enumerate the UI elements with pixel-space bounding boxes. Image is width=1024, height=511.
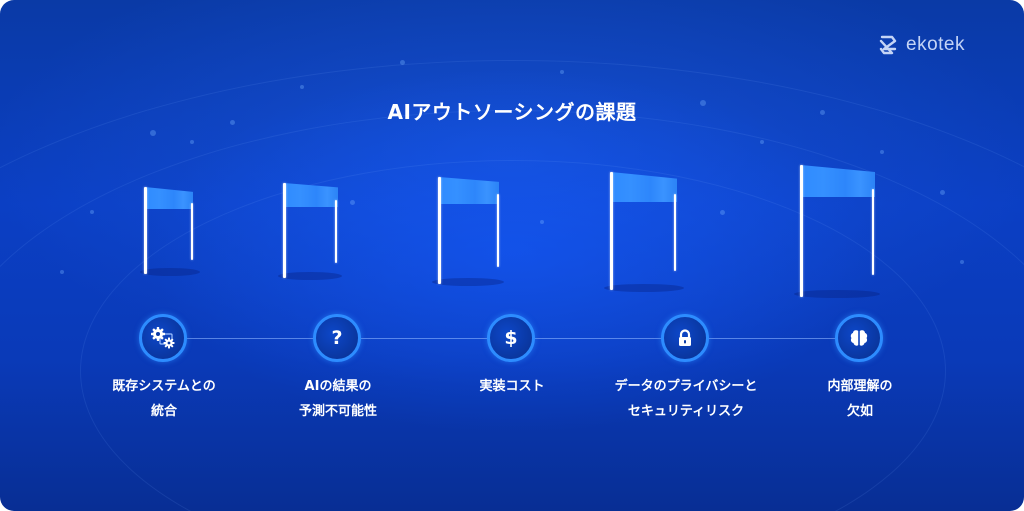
background-particle xyxy=(150,130,156,136)
page-title: AIアウトソーシングの課題 xyxy=(387,100,637,124)
brand-logo: ekotek xyxy=(876,33,965,57)
gears-icon xyxy=(151,327,175,349)
background-particle xyxy=(540,220,544,224)
step-label-line: 既存システムとの xyxy=(112,379,216,394)
step-label-line: 内部理解の xyxy=(827,379,893,394)
background-particle xyxy=(560,70,564,74)
step-label-1: 既存システムとの 統合 xyxy=(64,374,264,424)
background-particle xyxy=(940,190,945,195)
background-particle xyxy=(720,210,725,215)
step-label-line: AIの結果の xyxy=(304,379,372,394)
background-particle xyxy=(190,140,194,144)
background-particle xyxy=(700,100,706,106)
step-icon-circle-3: $ xyxy=(487,314,535,362)
step-icon-circle-2: ? xyxy=(313,314,361,362)
step-label-line: 統合 xyxy=(150,404,177,419)
background-particle xyxy=(60,270,64,274)
step-icon-circle-1 xyxy=(139,314,187,362)
background-particle xyxy=(300,85,304,89)
background-particle xyxy=(960,260,964,264)
step-label-line: 予測不可能性 xyxy=(298,404,377,419)
step-label-line: データのプライバシーと xyxy=(614,379,758,394)
background-arc xyxy=(0,60,1024,511)
dollar-icon: $ xyxy=(504,327,518,349)
step-label-3: 実装コスト xyxy=(412,374,612,399)
background-particle xyxy=(230,120,235,125)
step-label-line: 欠如 xyxy=(846,404,873,419)
step-label-line: セキュリティリスク xyxy=(627,404,745,419)
background-particle xyxy=(400,60,405,65)
background-particle xyxy=(820,110,825,115)
background-particle xyxy=(880,150,884,154)
background-particle xyxy=(350,200,355,205)
background-arc xyxy=(0,110,1024,511)
brand-name: ekotek xyxy=(906,34,965,55)
step-label-2: AIの結果の 予測不可能性 xyxy=(238,374,438,424)
step-icon-circle-5 xyxy=(835,314,883,362)
ekotek-logo-icon xyxy=(879,35,897,55)
background-particle xyxy=(760,140,764,144)
step-label-line: 実装コスト xyxy=(479,379,545,394)
question-icon: ? xyxy=(331,327,343,349)
step-label-4: データのプライバシーと セキュリティリスク xyxy=(586,374,786,424)
brain-icon xyxy=(850,330,868,346)
background-particle xyxy=(90,210,94,214)
step-label-5: 内部理解の 欠如 xyxy=(760,374,960,424)
step-icon-circle-4 xyxy=(661,314,709,362)
lock-icon xyxy=(679,329,691,346)
